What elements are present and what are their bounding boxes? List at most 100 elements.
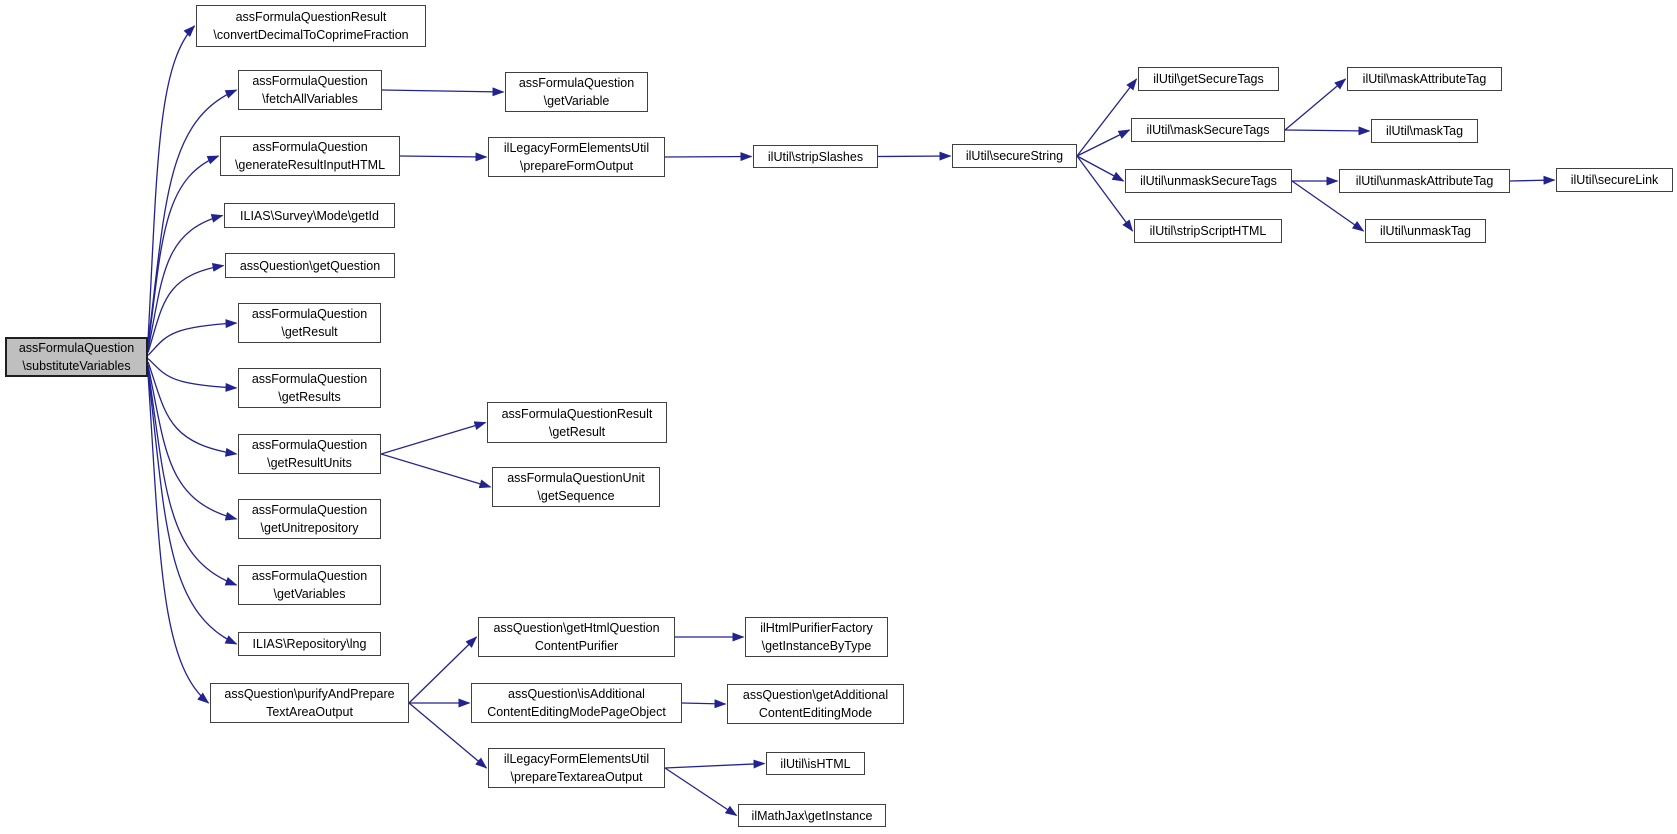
node-prepare-form-output[interactable]: ilLegacyFormElementsUtil \prepareFormOutp… <box>488 137 665 177</box>
edge-purify-and-prepare-text-area-output--prepare-textarea-output <box>408 702 488 769</box>
edge-substitute-variables--generate-result-input-html <box>147 155 220 348</box>
node-result-get-result[interactable]: assFormulaQuestionResult \getResult <box>487 402 667 443</box>
node-fetch-all-variables[interactable]: assFormulaQuestion\fetchAllVariables <box>238 70 382 110</box>
node-get-result-units[interactable]: assFormulaQuestion \getResultUnits <box>238 434 381 474</box>
edge-strip-slashes--secure-string <box>877 151 952 161</box>
node-label-line: \substituteVariables <box>22 359 131 373</box>
node-mask-tag[interactable]: ilUtil\maskTag <box>1371 119 1478 143</box>
node-label-line: \getVariable <box>543 94 610 108</box>
node-get-unitrepository[interactable]: assFormulaQuestion \getUnitrepository <box>238 499 381 539</box>
node-label-line: assQuestion\getHtmlQuestion <box>493 621 660 635</box>
edge-purify-and-prepare-text-area-output--get-html-question-content-purifier <box>408 636 478 704</box>
node-label-line: assFormulaQuestion <box>251 438 368 452</box>
node-label-line: ContentPurifier <box>534 639 619 653</box>
node-label-line: assQuestion\getAdditional <box>742 688 889 702</box>
node-label-line: assFormulaQuestion <box>251 503 368 517</box>
node-label-line: \getResultUnits <box>267 456 352 470</box>
node-label-line: assQuestion\isAdditional <box>508 687 645 701</box>
edge-substitute-variables--get-result <box>147 319 238 356</box>
node-substitute-variables[interactable]: assFormulaQuestion \substituteVariables <box>5 337 148 377</box>
edge-get-result-units--result-get-result <box>380 421 487 455</box>
node-label-line: \getResult <box>548 424 606 439</box>
node-label-line: \getResults <box>278 390 341 404</box>
node-label-line: \getVariables <box>273 587 346 601</box>
edge-prepare-textarea-output--mathjax-get-instance <box>664 767 738 817</box>
node-label-line: ilUtil\getSecureTags <box>1153 72 1264 86</box>
node-unmask-attribute-tag[interactable]: ilUtil\unmaskAttributeTag <box>1339 169 1510 193</box>
node-label-line: ilUtil\maskAttributeTag <box>1362 72 1487 86</box>
node-mathjax-get-instance[interactable]: ilMathJax\getInstance <box>738 804 886 827</box>
node-label-line: \getInstanceByType <box>761 639 872 653</box>
node-strip-script-html[interactable]: ilUtil\stripScriptHTML <box>1134 219 1282 243</box>
node-label-line: assFormulaQuestionResult <box>235 10 387 24</box>
node-label-line: assFormulaQuestion <box>18 341 135 355</box>
node-label-line: ilUtil\unmaskSecureTags <box>1140 174 1277 188</box>
node-unmask-secure-tags[interactable]: ilUtil\unmaskSecureTags <box>1125 169 1292 193</box>
node-get-question[interactable]: assQuestion\getQuestion <box>225 253 395 278</box>
edge-substitute-variables--get-results <box>147 358 238 392</box>
edge-secure-string--unmask-secure-tags <box>1076 155 1125 182</box>
node-strip-slashes[interactable]: ilUtil\stripSlashes <box>753 145 878 168</box>
edge-substitute-variables--purify-and-prepare-text-area-output <box>147 373 210 704</box>
node-label-line: ContentEditingModePageObject <box>487 705 666 719</box>
node-repository-lng[interactable]: ILIAS\Repository\lng <box>238 632 381 656</box>
node-label-line: assFormulaQuestion <box>251 569 368 583</box>
node-label-line: \prepareFormOutput <box>519 159 634 173</box>
node-label-line: \getUnitrepository <box>260 521 359 535</box>
node-label-line: assFormulaQuestionResult <box>501 406 653 421</box>
edge-secure-string--strip-script-html <box>1076 155 1134 232</box>
node-label-line: \prepareTextareaOutput <box>510 770 643 784</box>
node-generate-result-input-html[interactable]: assFormulaQuestion \generateResultInputHT… <box>220 136 400 176</box>
edge-is-additional-content-editing-mode-page-object--get-additional-content-editing-mode <box>681 699 727 709</box>
edge-substitute-variables--get-unitrepository <box>147 364 238 521</box>
node-label-line: \getResult <box>281 325 338 339</box>
node-label-line: \generateResultInputHTML <box>234 158 386 172</box>
edge-fetch-all-variables--get-variable <box>381 87 505 97</box>
node-unmask-tag[interactable]: ilUtil\unmaskTag <box>1365 219 1486 243</box>
node-convert-decimal-to-coprime-fraction[interactable]: assFormulaQuestionResult \convertDecimalT… <box>196 5 426 47</box>
node-get-variable[interactable]: assFormulaQuestion \getVariable <box>505 72 648 112</box>
node-label-line: ILIAS\Survey\Mode\getId <box>240 208 379 223</box>
node-get-results[interactable]: assFormulaQuestion\getResults <box>238 368 381 408</box>
edge-mask-secure-tags--mask-tag <box>1284 126 1371 136</box>
edge-substitute-variables--get-variables <box>147 368 238 586</box>
node-label-line: ilUtil\secureString <box>965 149 1064 163</box>
edge-prepare-form-output--strip-slashes <box>664 152 753 162</box>
edge-unmask-secure-tags--unmask-tag <box>1291 180 1365 232</box>
node-survey-mode-get-id[interactable]: ILIAS\Survey\Mode\getId <box>224 203 395 228</box>
node-label-line: assFormulaQuestion <box>252 140 368 154</box>
edge-substitute-variables--convert-decimal-to-coprime-fraction <box>147 25 196 341</box>
node-label-line: ilLegacyFormElementsUtil <box>503 141 650 155</box>
node-secure-link[interactable]: ilUtil\secureLink <box>1556 168 1673 192</box>
node-is-html[interactable]: ilUtil\isHTML <box>766 752 865 775</box>
node-label-line: ilUtil\isHTML <box>780 756 851 771</box>
node-prepare-textarea-output[interactable]: ilLegacyFormElementsUtil \prepareTextarea… <box>488 748 665 788</box>
edge-get-result-units--unit-get-sequence <box>380 453 492 489</box>
node-get-result[interactable]: assFormulaQuestion \getResult <box>238 303 381 343</box>
node-label-line: assFormulaQuestion <box>251 307 368 321</box>
edge-secure-string--get-secure-tags <box>1076 78 1138 157</box>
node-get-secure-tags[interactable]: ilUtil\getSecureTags <box>1138 67 1279 91</box>
edge-substitute-variables--get-result-units <box>147 361 238 457</box>
edge-generate-result-input-html--prepare-form-output <box>399 152 488 162</box>
node-label-line: \convertDecimalToCoprimeFraction <box>213 28 409 42</box>
node-unit-get-sequence[interactable]: assFormulaQuestionUnit\getSequence <box>492 467 660 507</box>
node-secure-string[interactable]: ilUtil\secureString <box>952 144 1077 168</box>
node-label-line: ilUtil\maskSecureTags <box>1146 123 1270 137</box>
node-label-line: ILIAS\Repository\lng <box>252 637 367 651</box>
node-get-instance-by-type[interactable]: ilHtmlPurifierFactory\getInstanceByType <box>745 617 888 657</box>
edge-prepare-textarea-output--is-html <box>664 759 766 769</box>
node-label-line: ilMathJax\getInstance <box>751 808 873 823</box>
node-label-line: ilLegacyFormElementsUtil <box>503 752 650 766</box>
node-label-line: ilUtil\unmaskTag <box>1379 224 1471 238</box>
node-mask-attribute-tag[interactable]: ilUtil\maskAttributeTag <box>1347 67 1502 91</box>
node-get-variables[interactable]: assFormulaQuestion \getVariables <box>238 565 381 605</box>
node-mask-secure-tags[interactable]: ilUtil\maskSecureTags <box>1131 118 1285 142</box>
node-label-line: assFormulaQuestion <box>518 76 635 90</box>
node-label-line: ilUtil\stripScriptHTML <box>1149 224 1267 238</box>
